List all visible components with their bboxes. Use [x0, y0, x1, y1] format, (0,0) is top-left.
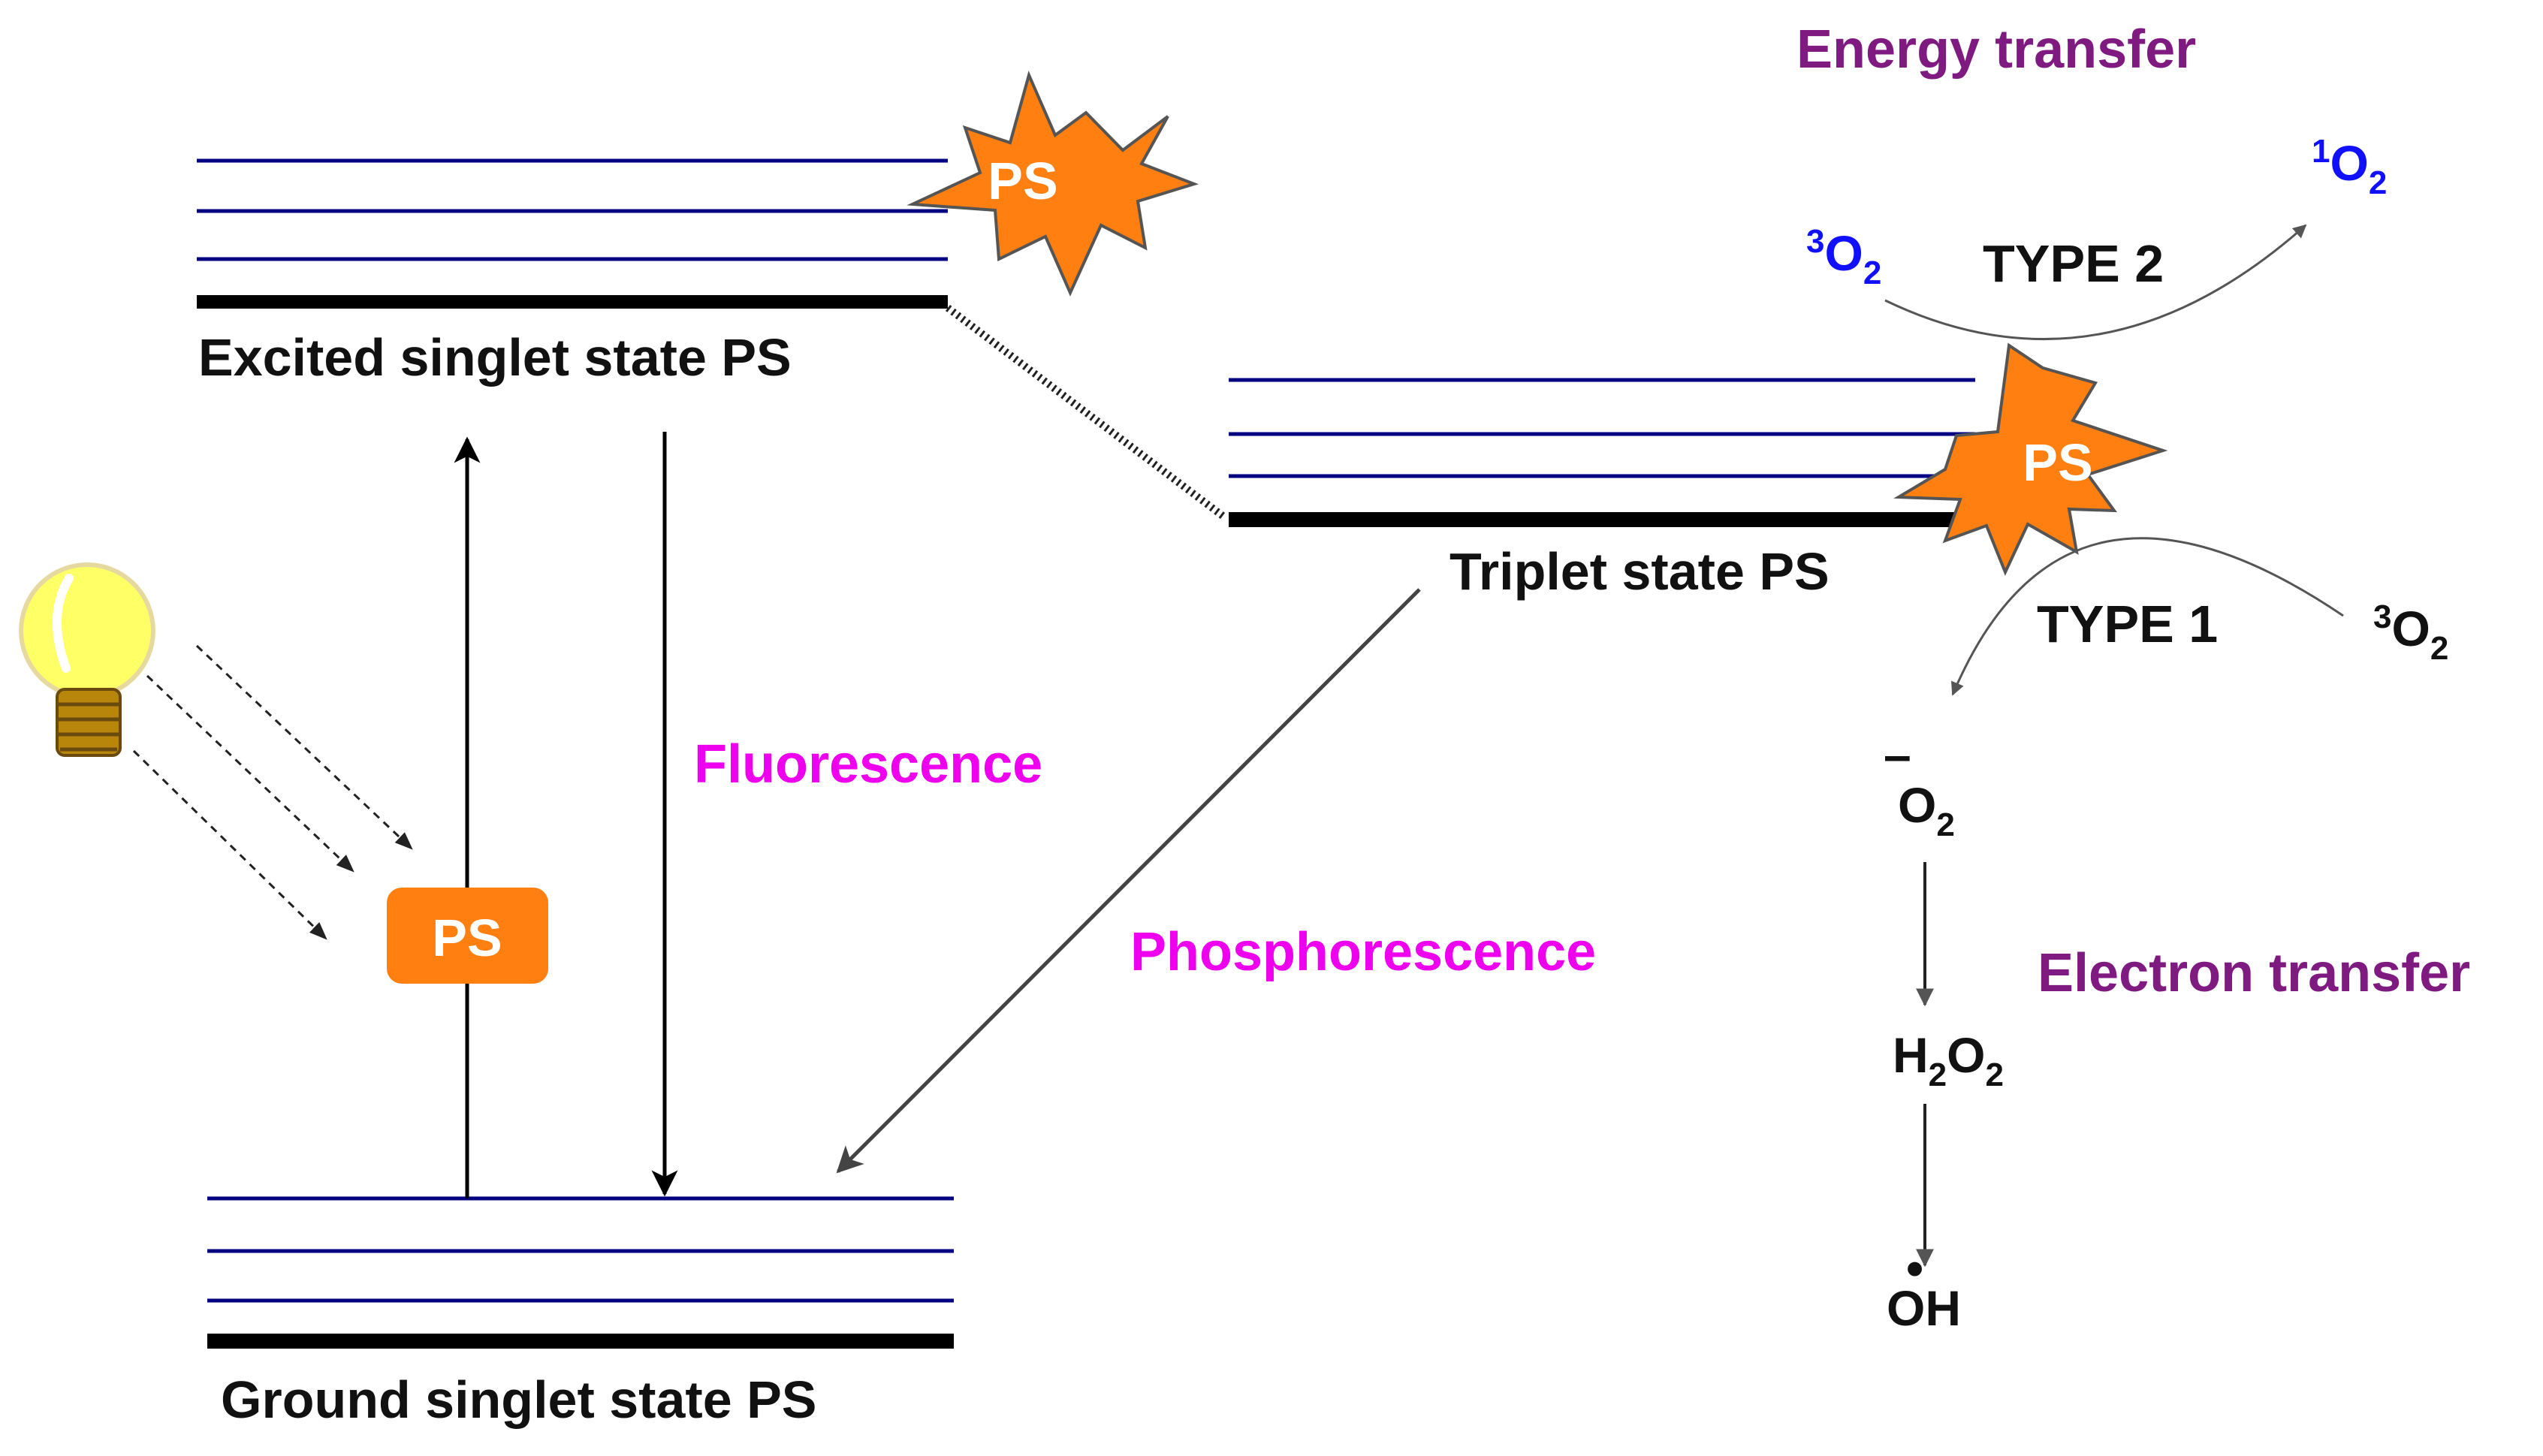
- ground-singlet-levels: [207, 1196, 954, 1349]
- triplet-oxygen-type2: 3O2: [1806, 223, 1881, 291]
- ground-ps-box: PS: [387, 888, 548, 984]
- excited-ps-label: PS: [988, 152, 1057, 210]
- hydroxyl-radical-dot: •: [1906, 1240, 1923, 1296]
- hydroxyl-radical: OH: [1887, 1280, 1961, 1336]
- triplet-label: Triplet state PS: [1449, 542, 1830, 601]
- fluorescence-label: Fluorescence: [694, 734, 1042, 794]
- light-bulb-icon: [19, 562, 155, 757]
- ground-singlet-label: Ground singlet state PS: [221, 1370, 816, 1429]
- excited-singlet-levels: [197, 158, 948, 309]
- electron-transfer-label: Electron transfer: [2038, 943, 2470, 1003]
- type1-arc: [1951, 537, 2344, 696]
- triplet-ps-label: PS: [2023, 433, 2092, 492]
- type1-label: TYPE 1: [2037, 595, 2218, 653]
- ground-ps-label: PS: [432, 909, 502, 967]
- energy-transfer-label: Energy transfer: [1796, 20, 2196, 80]
- triplet-ps-star-icon: PS: [1893, 342, 2168, 577]
- phosphorescence-label: Phosphorescence: [1130, 922, 1596, 982]
- hydrogen-peroxide: H2O2: [1893, 1027, 2004, 1093]
- superoxide-minus: –: [1884, 727, 1911, 782]
- superoxide: O2: [1898, 777, 1955, 843]
- excited-ps-star-icon: PS: [906, 71, 1199, 297]
- intersystem-crossing-line: [945, 305, 1229, 521]
- phosphorescence-arrow: [836, 588, 1421, 1174]
- type2-arc: [1884, 224, 2307, 340]
- type2-label: TYPE 2: [1983, 234, 2164, 293]
- triplet-levels: [1229, 378, 1975, 527]
- triplet-oxygen-type1: 3O2: [2373, 598, 2448, 667]
- excited-singlet-label: Excited singlet state PS: [198, 328, 792, 387]
- light-rays: [132, 644, 413, 940]
- singlet-oxygen: 1O2: [2312, 133, 2387, 201]
